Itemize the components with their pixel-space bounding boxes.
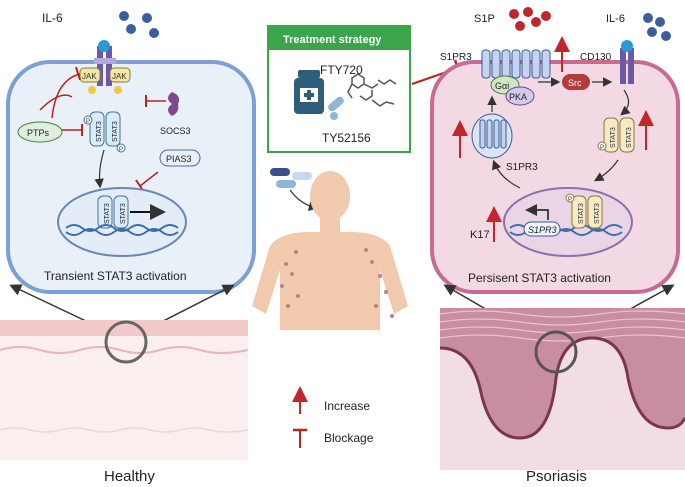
drug-ty52156: TY52156 (322, 131, 371, 145)
il6-label: IL-6 (42, 11, 63, 25)
svg-text:STAT3: STAT3 (594, 203, 601, 224)
svg-text:S1PR3: S1PR3 (528, 225, 557, 235)
healthy-cell (6, 60, 256, 294)
jak-right (109, 67, 131, 83)
cd130-receptor (620, 40, 634, 84)
psoriasis-cell (430, 60, 680, 294)
s1pr3-receptor (481, 49, 551, 79)
zoom-circle-psoriasis (534, 330, 578, 374)
psoriasis-caption: Persisent STAT3 activation (468, 271, 611, 285)
k17-label: K17 (470, 229, 490, 241)
s1pr3-gene-box (523, 221, 561, 237)
pka-node (505, 86, 535, 106)
jak-left (79, 67, 101, 83)
healthy-caption: Transient STAT3 activation (44, 269, 187, 283)
svg-text:P: P (86, 119, 90, 125)
pias3-node (159, 149, 201, 167)
human-body-figure (252, 171, 408, 330)
svg-text:P: P (568, 197, 572, 203)
s1pr3-vesicle (471, 113, 513, 159)
s1p-label: S1P (474, 13, 495, 25)
svg-text:Increase: Increase (324, 399, 370, 413)
psoriasis-skin (439, 308, 685, 470)
svg-text:JAK: JAK (112, 72, 127, 81)
svg-text:Src: Src (568, 78, 582, 88)
svg-text:STAT3: STAT3 (104, 203, 111, 224)
svg-text:P: P (600, 145, 604, 151)
svg-text:STAT3: STAT3 (578, 203, 585, 224)
stat3-dimer-nucleus-right: STAT3 STAT3 P (565, 193, 603, 229)
legend-increase: Increase (292, 386, 370, 414)
svg-text:PKA: PKA (509, 92, 527, 102)
svg-text:PTPs: PTPs (27, 128, 50, 138)
healthy-skin (0, 320, 249, 460)
s1p-molecules (509, 7, 551, 31)
capsules-decor (270, 168, 312, 188)
il6-molecules (119, 11, 159, 38)
svg-text:STAT3: STAT3 (626, 127, 633, 148)
svg-text:STAT3: STAT3 (96, 121, 103, 142)
s1pr3-vesicle-label: S1PR3 (506, 162, 538, 173)
zoom-circle-healthy (104, 320, 148, 364)
svg-text:JAK: JAK (82, 72, 97, 81)
il6-label-right: IL-6 (606, 13, 625, 25)
svg-text:SOCS3: SOCS3 (160, 126, 191, 136)
molecule-structure-icon (347, 73, 397, 107)
svg-text:Blockage: Blockage (324, 431, 374, 445)
stat3-dimer-nucleus: STAT3 STAT3 (97, 195, 129, 229)
svg-text:STAT3: STAT3 (120, 203, 127, 224)
treatment-strategy-title: Treatment strategy (283, 34, 382, 46)
svg-text:STAT3: STAT3 (610, 127, 617, 148)
svg-text:P: P (119, 147, 123, 153)
s1pr3-top-label: S1PR3 (440, 52, 472, 63)
legend-blockage: Blockage (293, 428, 374, 448)
dna-helix-healthy (65, 224, 179, 232)
capsule-icon (328, 96, 344, 112)
psoriasis-label: Psoriasis (526, 468, 587, 485)
stat3-dimer-cytoplasm: STAT3 STAT3 P P (83, 111, 126, 153)
il6-molecules-right (643, 13, 671, 41)
il6-receptor (94, 40, 116, 86)
svg-text:STAT3: STAT3 (112, 121, 119, 142)
medicine-bottle-icon (294, 70, 324, 114)
drug-fty720: FTY720 (320, 63, 363, 77)
ptps-node (17, 121, 63, 143)
healthy-label: Healthy (104, 468, 155, 485)
svg-text:PIAS3: PIAS3 (166, 154, 192, 164)
psoriasis-panel: S1P IL-6 S1PR3 Gαi PKA Src (430, 7, 685, 485)
svg-text:Gαi: Gαi (495, 81, 509, 91)
socs3-protein (168, 92, 180, 116)
healthy-panel: IL-6 JAK JAK PTPs SOCS3 (0, 11, 256, 485)
center-panel: Treatment strategy FTY720 TY52156 (252, 25, 463, 448)
pills-icon (330, 112, 338, 120)
cd130-label: CD130 (580, 52, 612, 63)
src-node (562, 74, 590, 90)
stat3-dimer-cytoplasm-right: STAT3 STAT3 P (597, 117, 635, 153)
